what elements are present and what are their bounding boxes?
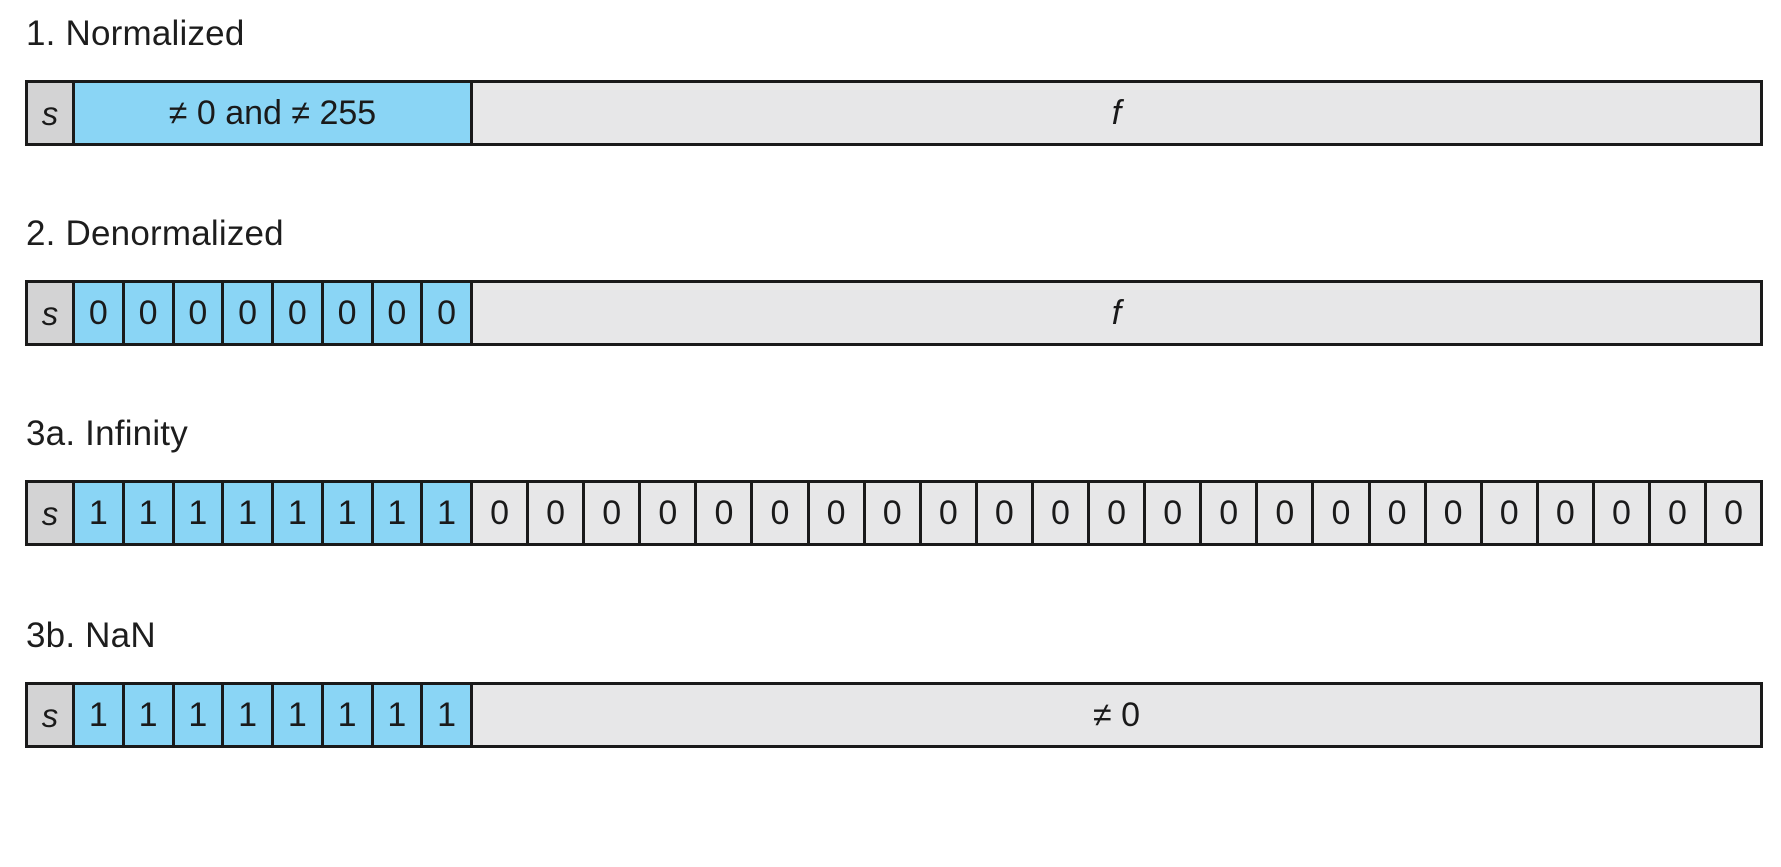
fraction-bit-cell: 0 bbox=[1482, 483, 1539, 543]
exponent-bit-cell: 1 bbox=[224, 483, 274, 543]
exponent-bit-cell: 1 bbox=[373, 483, 424, 543]
section-title-normalized: 1. Normalized bbox=[26, 14, 245, 53]
fraction-bit-cell: 0 bbox=[921, 483, 978, 543]
fraction-bit-cell: 0 bbox=[473, 483, 530, 543]
section-nan: 3b. NaN s 1 1 1 1 1 1 1 1 ≠ 0 bbox=[0, 618, 1781, 748]
exponent-bit-cell: 1 bbox=[224, 685, 274, 745]
fraction-cell-nan: ≠ 0 bbox=[473, 685, 1760, 745]
exponent-bit-cell: 1 bbox=[323, 483, 374, 543]
exponent-bit-cell: 0 bbox=[323, 283, 374, 343]
section-title-infinity: 3a. Infinity bbox=[26, 414, 188, 453]
exponent-bit-cell: 1 bbox=[373, 685, 424, 745]
fraction-bit-cell: 0 bbox=[1594, 483, 1651, 543]
sign-cell: s bbox=[28, 483, 75, 543]
fraction-cell-denormalized: f bbox=[473, 283, 1760, 343]
section-normalized: 1. Normalized s ≠ 0 and ≠ 255 f bbox=[0, 16, 1781, 146]
section-infinity: 3a. Infinity s 1 1 1 1 1 1 1 1 0 0 0 0 0… bbox=[0, 416, 1781, 546]
exponent-bit-cell: 0 bbox=[423, 283, 473, 343]
fraction-bit-cell: 0 bbox=[1202, 483, 1259, 543]
bitfield-bar-denormalized: s 0 0 0 0 0 0 0 0 f bbox=[25, 280, 1763, 346]
fraction-bit-cell: 0 bbox=[697, 483, 754, 543]
exponent-bit-cell: 1 bbox=[75, 685, 125, 745]
exponent-bit-cell: 1 bbox=[174, 483, 225, 543]
fraction-bit-cell: 0 bbox=[1538, 483, 1595, 543]
fraction-bit-cell: 0 bbox=[1650, 483, 1708, 543]
fraction-bit-cell: 0 bbox=[1146, 483, 1203, 543]
bitfield-bar-nan: s 1 1 1 1 1 1 1 1 ≠ 0 bbox=[25, 682, 1763, 748]
fraction-bit-cell: 0 bbox=[977, 483, 1034, 543]
fraction-bit-cell: 0 bbox=[641, 483, 698, 543]
fraction-bit-cell: 0 bbox=[1426, 483, 1483, 543]
exponent-bit-cell: 1 bbox=[124, 685, 175, 745]
sign-cell: s bbox=[28, 283, 75, 343]
fraction-bit-cell: 0 bbox=[865, 483, 922, 543]
sign-cell: s bbox=[28, 83, 75, 143]
exponent-bit-cell: 1 bbox=[274, 483, 324, 543]
fraction-bit-cell: 0 bbox=[1033, 483, 1091, 543]
exponent-bit-cell: 1 bbox=[174, 685, 225, 745]
exponent-bit-cell: 0 bbox=[124, 283, 175, 343]
section-title-denormalized: 2. Denormalized bbox=[26, 214, 284, 253]
exponent-bit-cell: 0 bbox=[274, 283, 324, 343]
exponent-bit-cell: 1 bbox=[124, 483, 175, 543]
exponent-bit-cell: 1 bbox=[274, 685, 324, 745]
fraction-bit-cell: 0 bbox=[529, 483, 586, 543]
section-title-nan: 3b. NaN bbox=[26, 616, 156, 655]
fraction-cell-normalized: f bbox=[473, 83, 1760, 143]
exponent-bit-cell: 0 bbox=[373, 283, 424, 343]
sign-cell: s bbox=[28, 685, 75, 745]
exponent-cell-normalized: ≠ 0 and ≠ 255 bbox=[75, 83, 473, 143]
exponent-bit-cell: 0 bbox=[224, 283, 274, 343]
fraction-bit-cell: 0 bbox=[585, 483, 642, 543]
fraction-bit-cell: 0 bbox=[1707, 483, 1761, 543]
fraction-bit-cell: 0 bbox=[1314, 483, 1371, 543]
bitfield-bar-infinity: s 1 1 1 1 1 1 1 1 0 0 0 0 0 0 0 0 0 0 0 … bbox=[25, 480, 1763, 546]
bitfield-bar-normalized: s ≠ 0 and ≠ 255 f bbox=[25, 80, 1763, 146]
exponent-bit-cell: 1 bbox=[423, 483, 473, 543]
section-denormalized: 2. Denormalized s 0 0 0 0 0 0 0 0 f bbox=[0, 216, 1781, 346]
fraction-bit-cell: 0 bbox=[809, 483, 866, 543]
fraction-bit-cell: 0 bbox=[1258, 483, 1315, 543]
exponent-bit-cell: 1 bbox=[75, 483, 125, 543]
exponent-bit-cell: 0 bbox=[174, 283, 225, 343]
exponent-bit-cell: 1 bbox=[423, 685, 473, 745]
fraction-bit-cell: 0 bbox=[753, 483, 810, 543]
fraction-bit-cell: 0 bbox=[1370, 483, 1427, 543]
exponent-bit-cell: 1 bbox=[323, 685, 374, 745]
fraction-bit-cell: 0 bbox=[1090, 483, 1147, 543]
exponent-bit-cell: 0 bbox=[75, 283, 125, 343]
